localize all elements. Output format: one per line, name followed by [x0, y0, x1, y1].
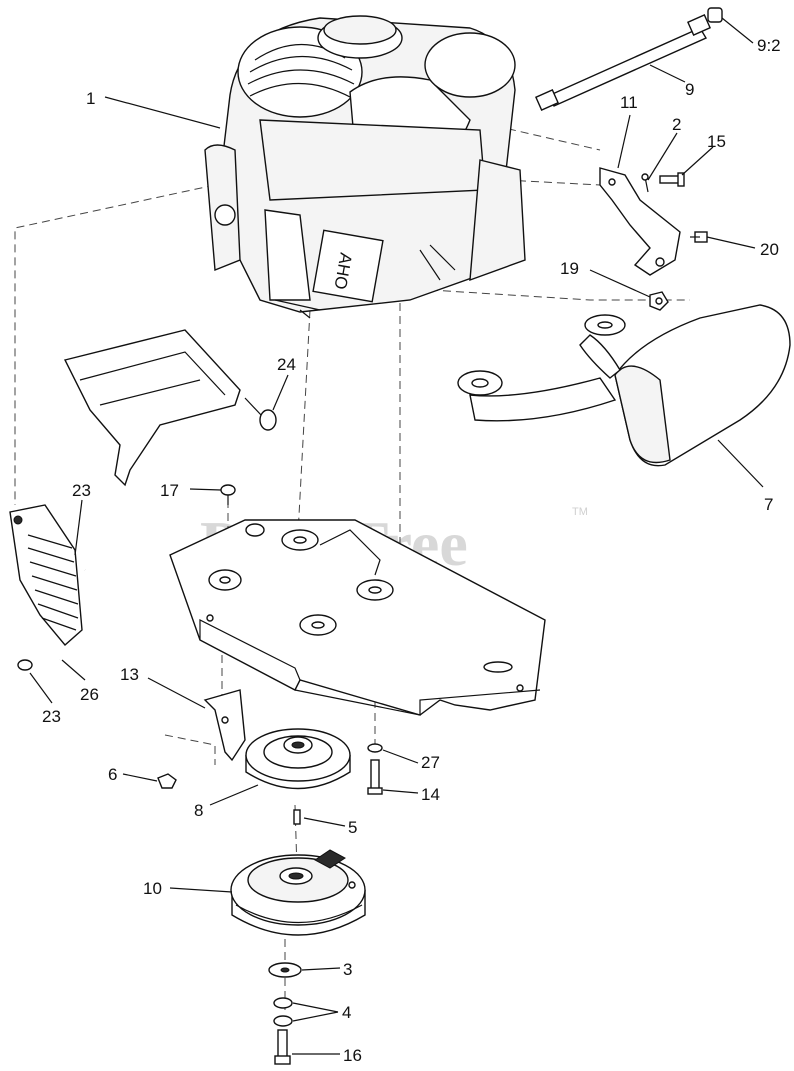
callout-27: 27 [421, 753, 440, 772]
bolt-15 [659, 172, 685, 187]
callout-1: 1 [86, 89, 95, 108]
idler-bracket-13 [203, 689, 246, 762]
callout-3: 3 [343, 960, 352, 979]
bolt-14 [367, 759, 383, 795]
screw-2 [641, 173, 649, 193]
washers-4 [273, 997, 293, 1027]
nut-6 [157, 773, 177, 789]
hose-26 [59, 568, 106, 662]
callout-24: 24 [277, 355, 296, 374]
callout-20: 20 [760, 240, 779, 259]
callout-17: 17 [160, 481, 179, 500]
callout-4: 4 [342, 1003, 351, 1022]
key-5 [293, 809, 301, 825]
callout-19: 19 [560, 259, 579, 278]
eye-bolt-24 [244, 397, 277, 431]
washer-27 [367, 743, 383, 753]
callout-23-clamp: 23 [42, 707, 61, 726]
callout-7: 7 [764, 495, 773, 514]
callout-15: 15 [707, 132, 726, 151]
callout-9-2: 9:2 [757, 36, 781, 55]
callout-2: 2 [672, 115, 681, 134]
pulley-8 [245, 728, 351, 790]
heat-shield [63, 329, 241, 487]
nut-19 [649, 291, 669, 311]
leader-lines [29, 17, 764, 1055]
electric-clutch-10 [230, 849, 366, 936]
engine: AHO [204, 15, 526, 319]
callout-13: 13 [120, 665, 139, 684]
callout-14: 14 [421, 785, 440, 804]
callout-26: 26 [80, 685, 99, 704]
deck-plate [169, 519, 546, 716]
pin-17 [220, 484, 236, 505]
callout-10: 10 [143, 879, 162, 898]
callout-labels: 1 9:2 9 11 2 15 20 19 7 24 23 17 26 23 1… [42, 36, 781, 1065]
bolt-20 [690, 231, 708, 243]
callout-6: 6 [108, 765, 117, 784]
watermark-trademark: TM [572, 506, 588, 518]
callout-16: 16 [343, 1046, 362, 1065]
callout-11: 11 [620, 93, 638, 112]
muffler-bracket [599, 167, 681, 276]
callout-23-guard: 23 [72, 481, 91, 500]
spacer-3 [268, 962, 302, 978]
callout-9: 9 [685, 80, 694, 99]
muffler [457, 304, 791, 467]
bolt-16 [274, 1029, 291, 1065]
fuel-line [535, 7, 723, 111]
callout-5: 5 [348, 818, 357, 837]
callout-8: 8 [194, 801, 203, 820]
clamp-23 [17, 659, 33, 671]
debris-guard [9, 504, 83, 647]
